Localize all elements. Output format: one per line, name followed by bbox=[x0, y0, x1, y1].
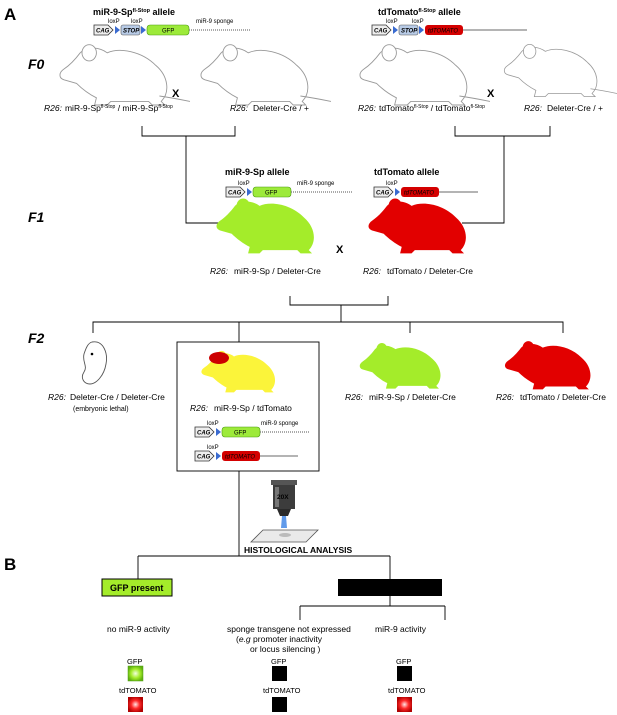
svg-text:CAG: CAG bbox=[228, 191, 242, 197]
svg-text:loxP: loxP bbox=[386, 19, 398, 25]
genotype-f0-cre-1: R26:Deleter-Cre / + bbox=[230, 103, 309, 113]
construct-tdtomato: CAG tdTOMATO loxP bbox=[373, 181, 478, 198]
microscope-icon: 20X bbox=[271, 480, 297, 528]
svg-text:CAG: CAG bbox=[374, 29, 388, 35]
col2-tdtomato-square bbox=[272, 697, 287, 712]
col3-gfp-square bbox=[397, 666, 412, 681]
gfp-present-box bbox=[101, 578, 173, 597]
result-not-expressed-line2: (e.g promoter inactivity bbox=[236, 634, 323, 644]
genotype-f2-tdtomato: R26:tdTomato / Deleter-Cre bbox=[496, 392, 606, 402]
svg-text:tdTOMATO: tdTOMATO bbox=[404, 191, 434, 197]
mouse-f0-tdtomato bbox=[359, 44, 491, 106]
svg-text:loxP: loxP bbox=[412, 19, 424, 25]
f2-selected-box bbox=[176, 341, 320, 472]
genotype-f0-mir9: R26:miR-9-Spfl-Stop / miR-9-Spfl-Stop bbox=[44, 103, 173, 113]
svg-text:tdTOMATO: tdTOMATO bbox=[428, 29, 458, 35]
svg-text:GFP: GFP bbox=[265, 191, 277, 197]
col2-gfp-label: GFP bbox=[271, 657, 286, 666]
svg-text:CAG: CAG bbox=[197, 455, 211, 461]
svg-text:loxP: loxP bbox=[386, 181, 398, 187]
allele-title-mir9: miR-9-Sp allele bbox=[225, 167, 290, 177]
mouse-f2-green bbox=[359, 343, 458, 389]
histology-label: HISTOLOGICAL ANALYSIS bbox=[244, 545, 352, 555]
mouse-f0-cre-2 bbox=[503, 43, 617, 97]
col3-tdtomato-square bbox=[397, 697, 412, 712]
slide-icon bbox=[250, 529, 319, 543]
brain-red-spot bbox=[209, 352, 229, 364]
svg-text:miR-9 sponge: miR-9 sponge bbox=[196, 19, 234, 25]
genotype-f2-double: R26:miR-9-Sp / tdTomato bbox=[190, 403, 292, 413]
svg-text:CAG: CAG bbox=[197, 431, 211, 437]
embryo-icon bbox=[81, 341, 107, 385]
svg-text:loxP: loxP bbox=[108, 19, 120, 25]
svg-text:loxP: loxP bbox=[207, 421, 219, 427]
lineage-lines bbox=[92, 126, 564, 620]
mouse-f2-red bbox=[504, 341, 609, 390]
svg-text:tdTOMATO: tdTOMATO bbox=[225, 455, 255, 461]
cross-f0-right: X bbox=[487, 88, 495, 100]
construct-tdtomato-stop: CAG STOP tdTOMATO loxP loxP bbox=[371, 19, 527, 36]
svg-text:CAG: CAG bbox=[376, 191, 390, 197]
svg-text:miR-9 sponge: miR-9 sponge bbox=[297, 181, 335, 187]
generation-f1: F1 bbox=[28, 209, 45, 225]
result-no-activity: no miR-9 activity bbox=[107, 624, 171, 634]
svg-text:loxP: loxP bbox=[207, 445, 219, 451]
svg-text:miR-9 sponge: miR-9 sponge bbox=[261, 421, 299, 427]
col1-tdtomato-label: tdTOMATO bbox=[119, 686, 157, 695]
f2-lethal-note: (embryonic lethal) bbox=[73, 406, 129, 413]
col1-tdtomato-square bbox=[128, 697, 143, 712]
microscope-magnification: 20X bbox=[277, 494, 289, 501]
svg-text:STOP: STOP bbox=[123, 29, 140, 35]
svg-text:loxP: loxP bbox=[238, 181, 250, 187]
col1-gfp-label: GFP bbox=[127, 657, 142, 666]
allele-title-tdtomato-stop: tdTomatofl-Stop allele bbox=[378, 7, 461, 17]
svg-text:GFP: GFP bbox=[162, 29, 174, 35]
gfp-absent-label: GFP absent bbox=[364, 583, 414, 593]
panel-label-a: A bbox=[4, 5, 16, 24]
generation-f0: F0 bbox=[28, 56, 45, 72]
mouse-f1-green bbox=[216, 198, 335, 254]
construct-mir9: CAG GFP loxP miR-9 sponge bbox=[225, 181, 352, 198]
mouse-f1-red bbox=[368, 198, 487, 254]
generation-f2: F2 bbox=[28, 330, 45, 346]
result-not-expressed-line3: or locus silencing ) bbox=[250, 644, 321, 654]
genotype-f1-mir9: R26:miR-9-Sp / Deleter-Cre bbox=[210, 266, 321, 276]
allele-title-mir9-stop: miR-9-Spfl-Stop allele bbox=[93, 7, 175, 17]
genotype-f2-cre: R26:Deleter-Cre / Deleter-Cre bbox=[48, 392, 165, 402]
genotype-f0-tdtomato: R26:tdTomatofl-Stop / tdTomatofl-Stop bbox=[358, 103, 485, 113]
col1-gfp-square bbox=[127, 665, 144, 682]
construct-f2-mir9: CAG GFP loxP miR-9 sponge bbox=[194, 421, 310, 438]
col2-tdtomato-label: tdTOMATO bbox=[263, 686, 301, 695]
allele-title-tdtomato: tdTomato allele bbox=[374, 167, 439, 177]
panel-label-b: B bbox=[4, 555, 16, 574]
col3-tdtomato-label: tdTOMATO bbox=[388, 686, 426, 695]
result-activity: miR-9 activity bbox=[375, 624, 427, 634]
construct-f2-tdtomato: CAG tdTOMATO loxP bbox=[194, 445, 298, 462]
col2-gfp-square bbox=[272, 666, 287, 681]
svg-text:GFP: GFP bbox=[234, 431, 246, 437]
cross-f1: X bbox=[336, 244, 344, 256]
svg-text:STOP: STOP bbox=[401, 29, 418, 35]
gfp-absent-box bbox=[338, 579, 442, 596]
svg-text:loxP: loxP bbox=[131, 19, 143, 25]
result-not-expressed-line1: sponge transgene not expressed bbox=[227, 624, 351, 634]
genotype-f2-mir9: R26:miR-9-Sp / Deleter-Cre bbox=[345, 392, 456, 402]
genotype-f1-tdtomato: R26:tdTomato / Deleter-Cre bbox=[363, 266, 473, 276]
cross-f0-left: X bbox=[172, 88, 180, 100]
svg-text:CAG: CAG bbox=[96, 29, 110, 35]
mouse-f0-cre-1 bbox=[200, 44, 332, 106]
genotype-f0-cre-2: R26:Deleter-Cre / + bbox=[524, 103, 603, 113]
construct-mir9-stop: CAG STOP GFP loxP loxP miR-9 sponge bbox=[93, 19, 250, 36]
gfp-present-label: GFP present bbox=[110, 583, 163, 593]
col3-gfp-label: GFP bbox=[396, 657, 411, 666]
mouse-f0-mir9 bbox=[59, 44, 191, 106]
